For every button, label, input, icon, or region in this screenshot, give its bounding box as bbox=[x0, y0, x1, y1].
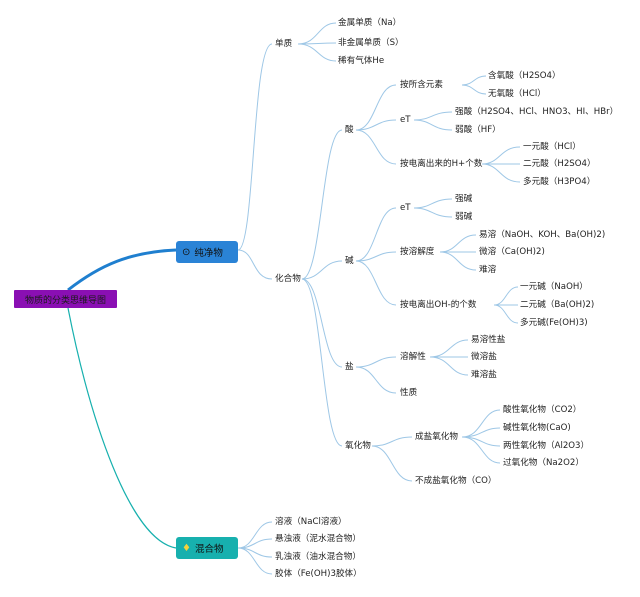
oxide-basic-item[interactable]: 碱性氧化物(CaO) bbox=[503, 423, 571, 433]
acid-by-h-node[interactable]: 按电离出来的H+个数 bbox=[400, 159, 483, 169]
connector-pure-compound bbox=[237, 249, 273, 280]
mixture-node[interactable]: ♦ 混合物 bbox=[176, 537, 238, 559]
oxide-acidic-item[interactable]: 酸性氧化物（CO2） bbox=[503, 405, 582, 415]
connector-acid-h-items bbox=[481, 146, 521, 183]
acid-strong-item[interactable]: 强酸（H2SO4、HCl、HNO3、HI、HBr） bbox=[455, 107, 619, 117]
connector-pure-simple bbox=[237, 43, 273, 251]
connector-base-subgroups bbox=[355, 207, 397, 306]
connector-simple-items bbox=[297, 22, 337, 62]
oxide-amphoteric-item[interactable]: 两性氧化物（Al2O3） bbox=[503, 441, 590, 451]
salt-node[interactable]: 盐 bbox=[345, 362, 354, 372]
base-strong-item[interactable]: 强碱 bbox=[455, 194, 473, 204]
base-node[interactable]: 碱 bbox=[345, 256, 354, 266]
base-poly-item[interactable]: 多元碱(Fe(OH)3) bbox=[520, 318, 588, 328]
mixture-suspension-item[interactable]: 悬浊液（泥水混合物） bbox=[275, 534, 361, 544]
base-mono-item[interactable]: 一元碱（NaOH） bbox=[520, 282, 588, 292]
acid-oxy-item[interactable]: 含氧酸（H2SO4） bbox=[488, 71, 561, 81]
connector-base-oh-items bbox=[493, 286, 519, 324]
connector-base-sol-items bbox=[439, 234, 477, 271]
acid-node[interactable]: 酸 bbox=[345, 125, 354, 135]
salt-slightly-item[interactable]: 微溶盐 bbox=[471, 352, 497, 362]
acid-di-item[interactable]: 二元酸（H2SO4） bbox=[523, 159, 596, 169]
oxide-peroxide-item[interactable]: 过氧化物（Na2O2） bbox=[503, 458, 584, 468]
base-solubility-node[interactable]: 按溶解度 bbox=[400, 247, 435, 257]
pure-substance-label: 纯净物 bbox=[194, 248, 223, 259]
salt-property-node[interactable]: 性质 bbox=[400, 388, 418, 398]
connector-acid-et-items bbox=[413, 111, 453, 131]
connector-mix-items bbox=[237, 521, 273, 575]
connector-base-et-items bbox=[413, 198, 453, 218]
salt-solubility-node[interactable]: 溶解性 bbox=[400, 352, 426, 362]
connector-root-mix bbox=[67, 307, 177, 549]
simple-item-noble-gas[interactable]: 稀有气体He bbox=[338, 56, 385, 66]
oxide-salt-forming-node[interactable]: 成盐氧化物 bbox=[415, 432, 458, 442]
mixture-label: 混合物 bbox=[194, 544, 224, 555]
salt-soluble-item[interactable]: 易溶性盐 bbox=[471, 335, 506, 345]
connector-acid-element-items bbox=[461, 75, 487, 95]
connector-compound-acid bbox=[301, 129, 343, 280]
acid-nonoxy-item[interactable]: 无氧酸（HCl） bbox=[488, 89, 546, 99]
simple-item-nonmetal[interactable]: 非金属单质（S） bbox=[338, 38, 404, 48]
mixture-solution-item[interactable]: 溶液（NaCl溶液） bbox=[275, 517, 347, 527]
base-insoluble-item[interactable]: 难溶 bbox=[479, 265, 497, 275]
compound-node[interactable]: 化合物 bbox=[275, 274, 301, 284]
simple-substance-node[interactable]: 单质 bbox=[275, 39, 293, 49]
oxide-non-salt-node[interactable]: 不成盐氧化物（CO） bbox=[415, 476, 497, 486]
gem-icon: ♦ bbox=[182, 542, 191, 554]
simple-item-metal[interactable]: 金属单质（Na） bbox=[338, 18, 402, 28]
acid-poly-item[interactable]: 多元酸（H3PO4） bbox=[523, 177, 596, 187]
mixture-emulsion-item[interactable]: 乳浊液（油水混合物） bbox=[275, 552, 361, 562]
salt-insoluble-item[interactable]: 难溶盐 bbox=[471, 370, 497, 380]
compass-icon: ⊙ bbox=[182, 246, 191, 258]
base-by-oh-node[interactable]: 按电离出OH-的个数 bbox=[400, 300, 477, 310]
connector-root-pure bbox=[67, 248, 177, 292]
connector-salt-subgroups bbox=[355, 356, 397, 394]
connector-oxide-salt-items bbox=[461, 409, 501, 464]
base-et-node[interactable]: eT bbox=[400, 203, 411, 213]
connector-compound-oxide bbox=[301, 278, 343, 447]
base-soluble-item[interactable]: 易溶（NaOH、KOH、Ba(OH)2) bbox=[479, 230, 606, 240]
base-weak-item[interactable]: 弱碱 bbox=[455, 212, 473, 222]
acid-mono-item[interactable]: 一元酸（HCl） bbox=[523, 142, 581, 152]
pure-substance-node[interactable]: ⊙ 纯净物 bbox=[176, 241, 238, 263]
connector-compound-base bbox=[301, 260, 343, 280]
oxide-node[interactable]: 氧化物 bbox=[345, 441, 371, 451]
acid-weak-item[interactable]: 弱酸（HF） bbox=[455, 125, 501, 135]
connector-oxide-subgroups bbox=[371, 436, 413, 482]
base-di-item[interactable]: 二元碱（Ba(OH)2) bbox=[520, 300, 595, 310]
connector-compound-salt bbox=[301, 278, 343, 368]
acid-by-element-node[interactable]: 按所含元素 bbox=[400, 80, 443, 90]
mixture-colloid-item[interactable]: 胶体（Fe(OH)3胶体） bbox=[275, 569, 362, 579]
root-topic[interactable]: 物质的分类思维导图 bbox=[14, 290, 117, 308]
connector-salt-sol-items bbox=[429, 339, 469, 376]
base-slightly-item[interactable]: 微溶（Ca(OH)2) bbox=[479, 247, 545, 257]
connector-acid-subgroups bbox=[355, 84, 397, 165]
acid-et-node[interactable]: eT bbox=[400, 115, 411, 125]
